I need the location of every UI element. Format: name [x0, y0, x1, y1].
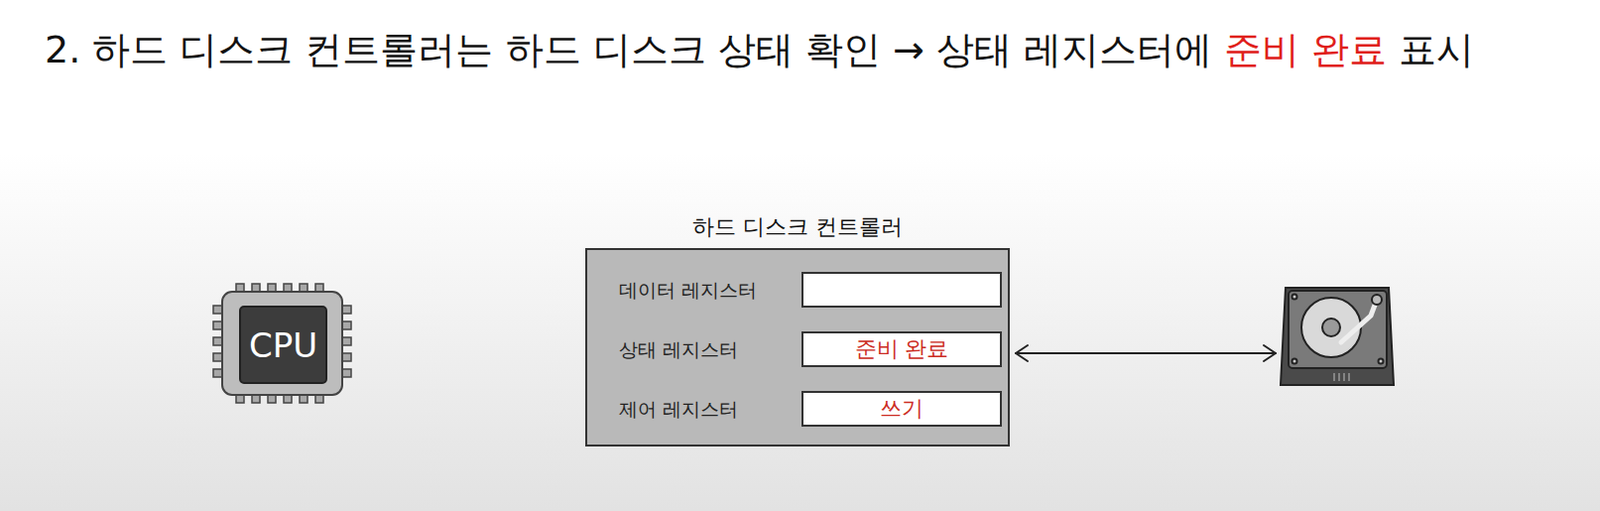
register-field: 쓰기 [801, 390, 1002, 427]
cpu-chip-label-box: CPU [240, 306, 327, 383]
controller-heading: 하드 디스크 컨트롤러 [547, 212, 1048, 243]
register-field: 준비 완료 [801, 331, 1002, 368]
register-row: 상태 레지스터 준비 완료 [601, 331, 998, 368]
register-name: 데이터 레지스터 [618, 271, 757, 308]
register-row: 제어 레지스터 쓰기 [601, 390, 998, 427]
chip-label: CPU [248, 325, 318, 366]
hard-disk [1280, 287, 1394, 385]
register-value: 쓰기 [879, 393, 924, 424]
controller-box: 하드 디스크 컨트롤러데이터 레지스터상태 레지스터준비 완료제어 레지스터쓰기 [585, 247, 1010, 447]
title-part: 표시 [1386, 27, 1475, 72]
double-arrow [1015, 345, 1276, 362]
register-row: 데이터 레지스터 [601, 271, 998, 308]
title-highlight: 준비 완료 [1224, 27, 1387, 72]
register-name: 상태 레지스터 [618, 331, 739, 368]
title: 2. 하드 디스크 컨트롤러는 하드 디스크 상태 확인 → 상태 레지스터에 … [44, 25, 1475, 74]
register-field [801, 271, 1002, 308]
title-part: 2. 하드 디스크 컨트롤러는 하드 디스크 상태 확인 → 상태 레지스터에 [44, 27, 1225, 72]
register-value: 준비 완료 [855, 334, 950, 365]
register-name: 제어 레지스터 [618, 390, 739, 427]
cpu-chip [213, 283, 352, 403]
